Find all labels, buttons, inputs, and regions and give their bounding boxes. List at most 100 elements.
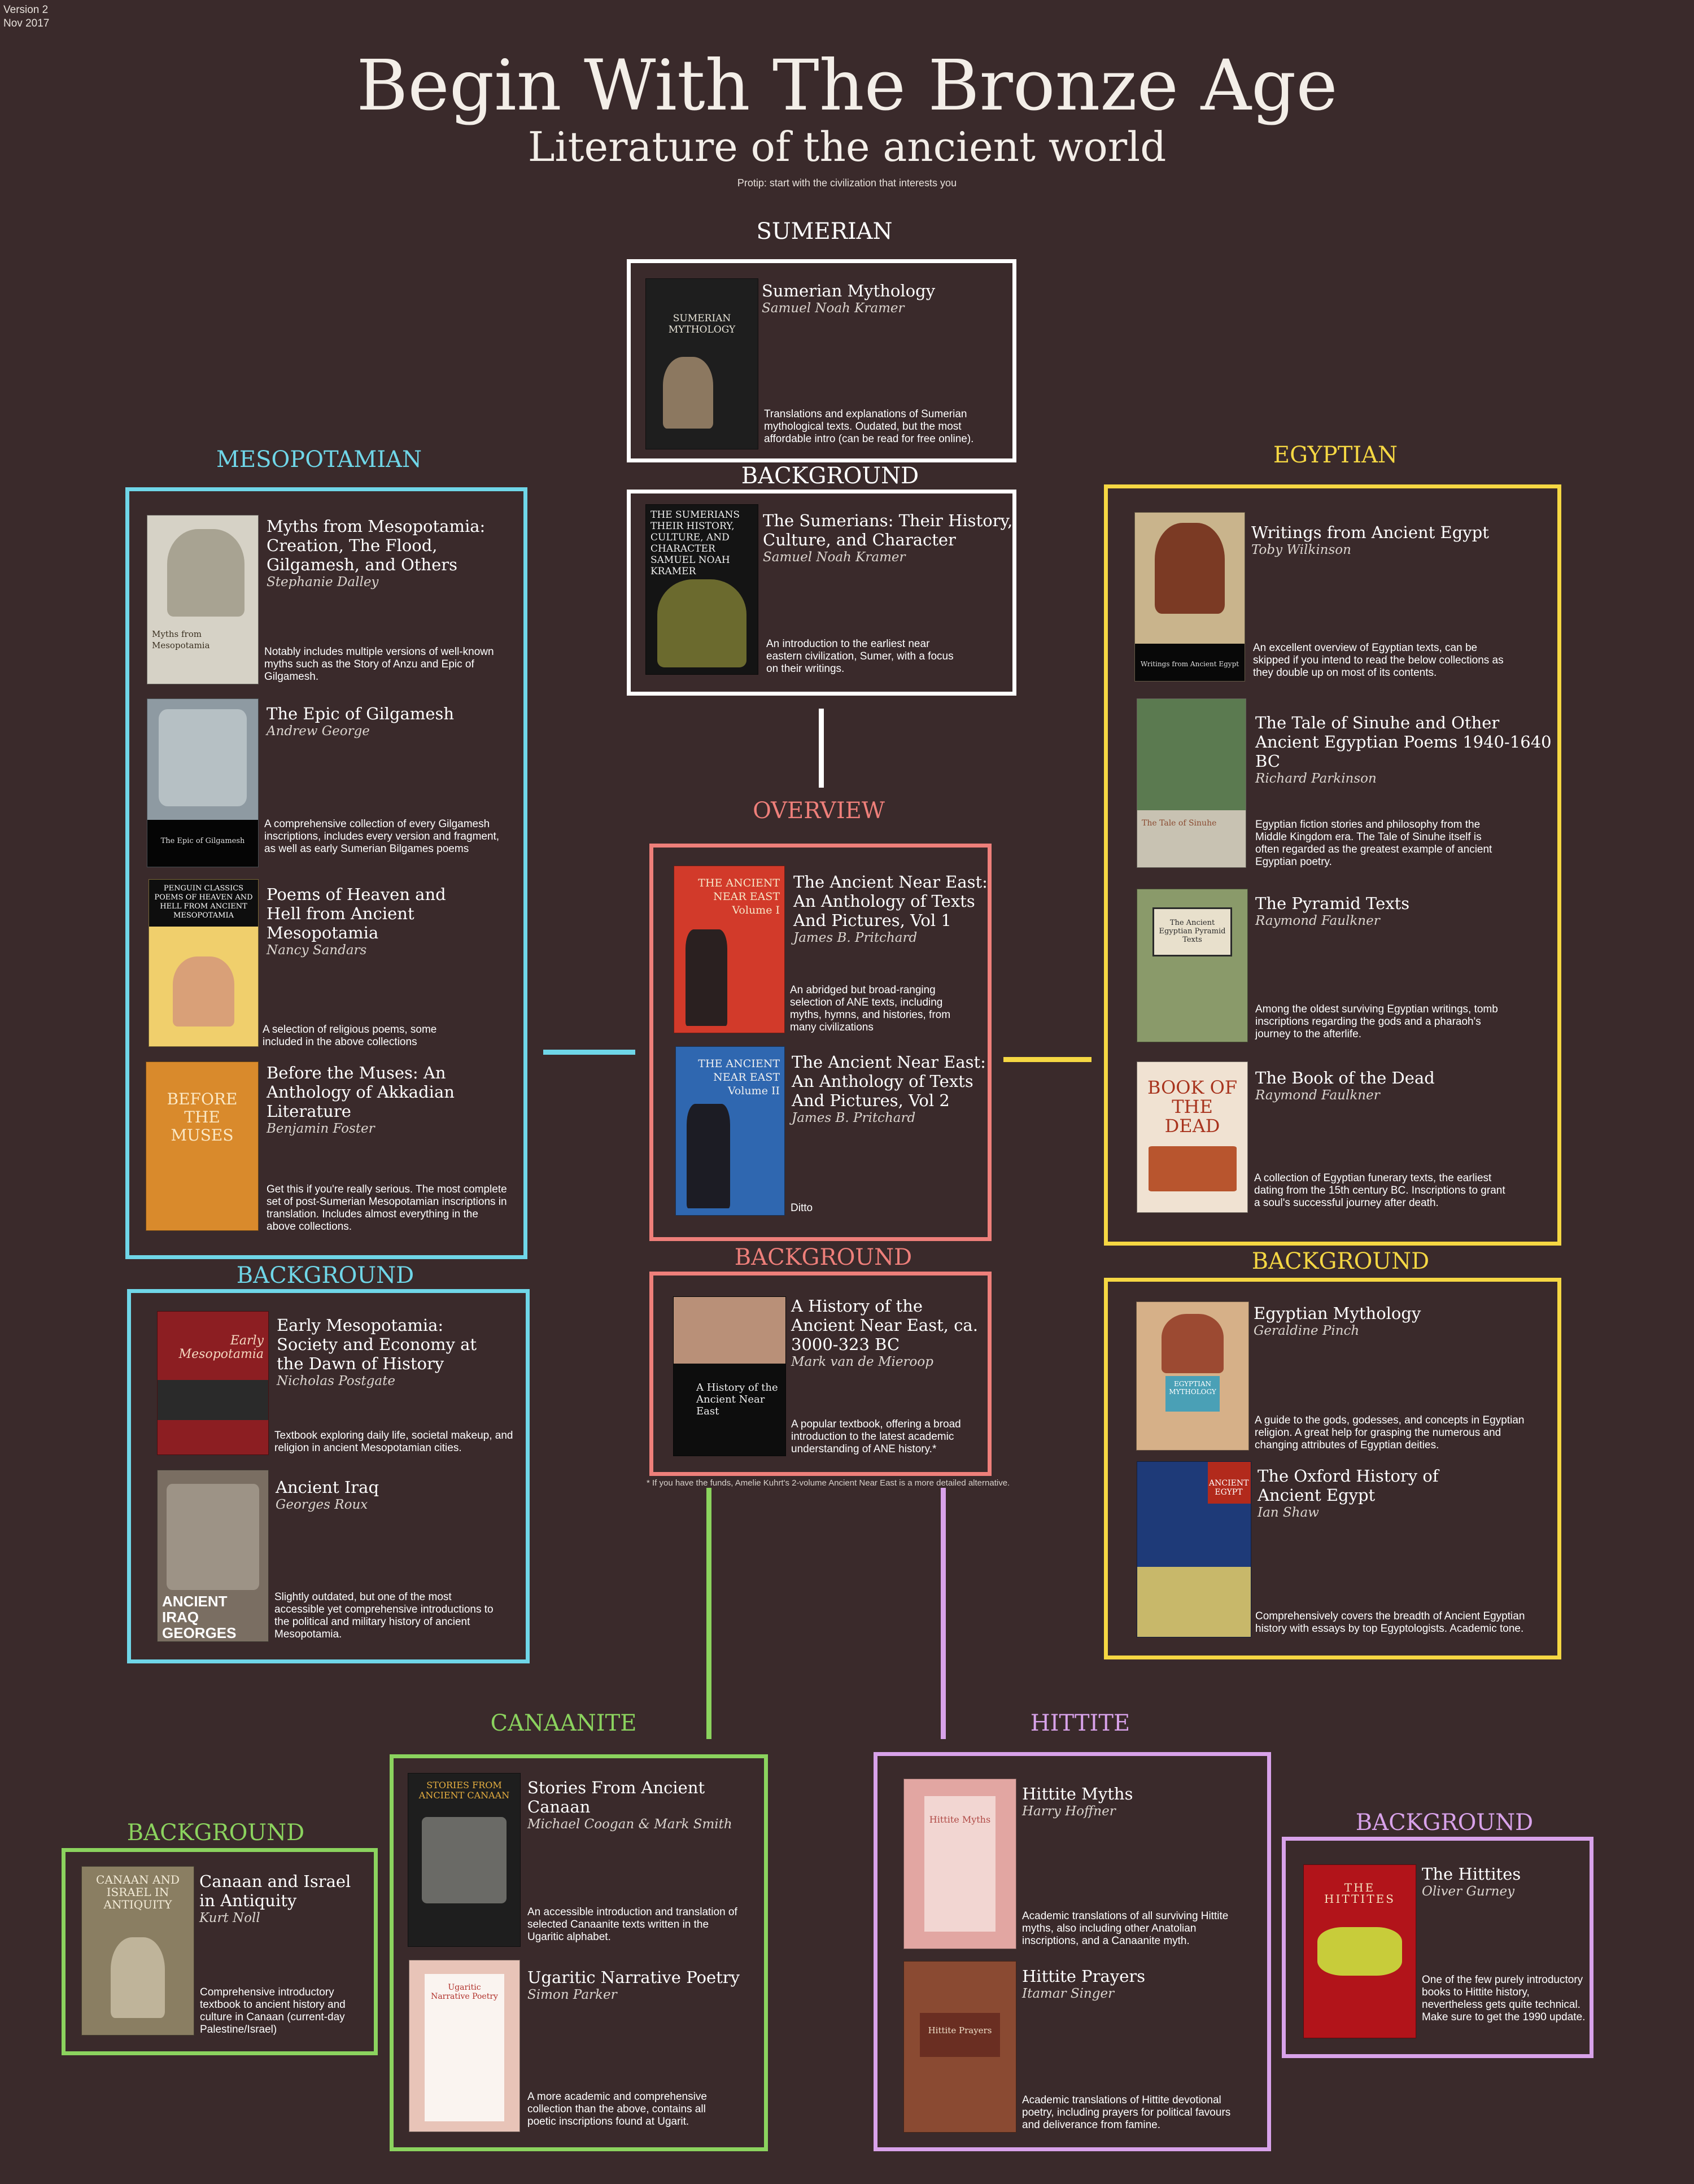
book-author: Georges Roux (276, 1497, 368, 1512)
label-sumerian-background: BACKGROUND (741, 463, 919, 489)
book-title: The Ancient Near East: An Anthology of T… (792, 1052, 995, 1126)
book-author: James B. Pritchard (793, 931, 918, 945)
book-cover: STORIES FROM ANCIENT CANAAN (408, 1773, 521, 1947)
book-title-text: The Epic of Gilgamesh (267, 704, 455, 723)
book-cover-art (1137, 1567, 1251, 1637)
book-title: Writings from Ancient Egypt Toby Wilkins… (1251, 523, 1494, 558)
book-cover-panel (1165, 1376, 1220, 1412)
book-title-text: The Sumerians: Their History, Culture, a… (763, 511, 1013, 549)
book-description: Comprehensively covers the breadth of An… (1255, 1610, 1525, 1635)
version-note: Version 2 Nov 2017 (3, 3, 49, 30)
book-cover-text: SUMERIAN MYTHOLOGY (668, 313, 736, 335)
book-cover-text: THE ANCIENT NEAR EAST Volume II (698, 1058, 780, 1097)
book-cover-art (674, 1297, 785, 1364)
book-cover: CANAAN AND ISRAEL IN ANTIQUITY (81, 1866, 194, 2036)
book-cover-text: BEFORE THE MUSES (167, 1090, 238, 1145)
book-author: Ian Shaw (1258, 1505, 1319, 1520)
book-cover-band (158, 1380, 268, 1421)
book-cover-text: Myths from Mesopotamia (152, 629, 210, 650)
book-cover: The Epic of Gilgamesh (147, 698, 259, 867)
hittite-box (874, 1752, 1271, 2151)
book-cover: BEFORE THE MUSES (146, 1062, 259, 1231)
page-subtitle: Literature of the ancient world (527, 123, 1167, 171)
book-cover: A History of the Ancient Near East (673, 1296, 786, 1456)
book-description: A popular textbook, offering a broad int… (791, 1418, 961, 1455)
book-title-text: Ugaritic Narrative Poetry (527, 1968, 740, 1987)
book-description: Academic translations of Hittite devotio… (1022, 2094, 1231, 2131)
connector-canaanite-overview (706, 1488, 711, 1739)
book-title-text: Writings from Ancient Egypt (1251, 523, 1489, 542)
book-description: An abridged but broad-ranging selection … (790, 984, 951, 1033)
book-cover-art (421, 1816, 507, 1903)
label-mesopotamian: MESOPOTAMIAN (216, 447, 422, 473)
book-title: Myths from Mesopotamia: Creation, The Fl… (267, 517, 521, 590)
book-cover: The Tale of Sinuhe (1137, 698, 1246, 868)
book-cover-band (1135, 644, 1245, 681)
egyptian-box (1104, 484, 1561, 1246)
book-cover: THE ANCIENT NEAR EAST Volume II (675, 1046, 785, 1216)
book-cover-art (166, 1484, 260, 1591)
book-description: An introduction to the earliest near eas… (766, 638, 954, 675)
book-cover-text: A History of the Ancient Near East (696, 1382, 778, 1417)
book-cover-text: ANCIENT IRAQ GEORGES ROUX (162, 1593, 237, 1641)
book-title-text: Myths from Mesopotamia: Creation, The Fl… (267, 517, 486, 574)
book-cover: Hittite Myths (903, 1779, 1016, 1949)
book-cover: BOOK OF THE DEAD (1137, 1062, 1248, 1213)
book-title: The Tale of Sinuhe and Other Ancient Egy… (1255, 713, 1560, 787)
book-author: Harry Hoffner (1022, 1804, 1116, 1819)
book-title-text: A History of the Ancient Near East, ca. … (791, 1296, 978, 1354)
book-cover-art (167, 528, 245, 617)
book-author: Benjamin Foster (267, 1121, 375, 1136)
book-cover-art (111, 1937, 165, 2019)
book-description: A collection of Egyptian funerary texts,… (1254, 1172, 1505, 1209)
book-cover: THE HITTITES (1303, 1864, 1416, 2038)
book-author: Itamar Singer (1022, 1986, 1115, 2001)
book-cover: THE ANCIENT NEAR EAST Volume I (674, 866, 785, 1033)
book-title-text: Hittite Myths (1022, 1784, 1133, 1803)
book-title: The Book of the Dead Raymond Faulkner (1255, 1068, 1498, 1103)
book-title-text: Canaan and Israel in Antiquity (199, 1872, 351, 1910)
book-description: Translations and explanations of Sumeria… (764, 408, 974, 445)
book-title: The Epic of Gilgamesh Andrew George (267, 704, 521, 739)
book-cover-art (1148, 1146, 1237, 1191)
book-cover-text: ANCIENT EGYPT (1209, 1479, 1249, 1497)
book-cover-art (1137, 699, 1246, 810)
book-title: The Sumerians: Their History, Culture, a… (763, 511, 1017, 565)
book-cover: SUMERIAN MYTHOLOGY (645, 278, 758, 449)
protip-text: Protip: start with the civilization that… (737, 177, 957, 189)
book-title: The Hittites Oliver Gurney (1422, 1864, 1591, 1899)
label-overview: OVERVIEW (753, 798, 885, 824)
book-description: Comprehensive introductory textbook to a… (200, 1986, 346, 2036)
book-author: Oliver Gurney (1422, 1884, 1515, 1899)
book-cover-header (149, 880, 258, 927)
book-cover-art (1161, 1313, 1224, 1373)
book-cover-band (147, 819, 258, 867)
book-title-text: Early Mesopotamia: Society and Economy a… (277, 1316, 477, 1373)
book-cover: Myths from Mesopotamia (147, 515, 259, 684)
book-description: A selection of religious poems, some inc… (263, 1024, 437, 1048)
book-cover-panel (425, 1974, 504, 2121)
hittite-background-box (1282, 1837, 1593, 2058)
mesopotamian-background-box (127, 1289, 530, 1663)
book-description: Egyptian fiction stories and philosophy … (1255, 819, 1492, 868)
label-sumerian: SUMERIAN (756, 219, 893, 244)
label-canaanite: CANAANITE (490, 1710, 637, 1736)
book-title: Poems of Heaven and Hell from Ancient Me… (267, 885, 453, 958)
book-description: Academic translations of all surviving H… (1022, 1910, 1229, 1947)
book-cover-text: EGYPTIAN MYTHOLOGY (1169, 1380, 1216, 1396)
book-cover-text: BOOK OF THE DEAD (1147, 1077, 1238, 1137)
book-author: Raymond Faulkner (1255, 1088, 1380, 1103)
book-title: Before the Muses: An Anthology of Akkadi… (267, 1063, 498, 1137)
book-cover-text: Writings from Ancient Egypt (1140, 660, 1239, 668)
book-cover: The Ancient Egyptian Pyramid Texts (1137, 889, 1248, 1042)
book-cover: PENGUIN CLASSICS POEMS OF HEAVEN AND HEL… (149, 879, 259, 1047)
book-cover-text: THE SUMERIANS THEIR HISTORY, CULTURE, AN… (650, 509, 740, 577)
book-cover: ANCIENT IRAQ GEORGES ROUX (157, 1470, 269, 1642)
overview-box (649, 844, 992, 1241)
label-hittite-background: BACKGROUND (1355, 1810, 1534, 1836)
book-cover-art (662, 357, 713, 429)
book-cover-text: The Ancient Egyptian Pyramid Texts (1159, 919, 1226, 944)
book-title: Sumerian Mythology Samuel Noah Kramer (762, 281, 1010, 316)
book-title-text: The Tale of Sinuhe and Other Ancient Egy… (1255, 713, 1552, 771)
connector-sumerian-overview (819, 709, 824, 788)
